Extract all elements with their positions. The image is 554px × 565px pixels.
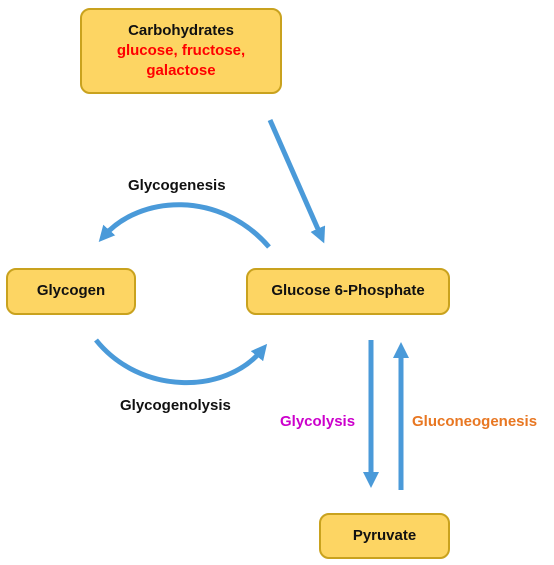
glycolysis-label: Glycolysis (280, 413, 356, 430)
sugar-list-line-2: galactose (146, 62, 216, 80)
glycogen-label: Glycogen (36, 282, 106, 300)
glycogenesis-arrow (98, 202, 271, 249)
sugar-list-line-1: glucose, fructose, (116, 41, 246, 59)
glycogenesis-label: Glycogenesis (128, 177, 226, 194)
glucose-6-phosphate-label: Glucose 6-Phosphate (271, 282, 425, 300)
glucose-6-phosphate-box: Glucose 6-Phosphate (246, 268, 450, 315)
pyruvate-label: Pyruvate (352, 526, 417, 544)
glycogen-box: Glycogen (6, 268, 136, 315)
pyruvate-box: Pyruvate (319, 513, 450, 559)
glycogenolysis-label: Glycogenolysis (120, 397, 231, 414)
carbohydrates-to-g6p-arrow (267, 118, 326, 244)
carbohydrates-box: Carbohydrates glucose, fructose, galacto… (80, 8, 282, 94)
carbohydrates-title: Carbohydrates (128, 21, 234, 39)
glycogenolysis-arrow (94, 338, 268, 386)
gluconeogenesis-label: Gluconeogenesis (412, 413, 538, 430)
